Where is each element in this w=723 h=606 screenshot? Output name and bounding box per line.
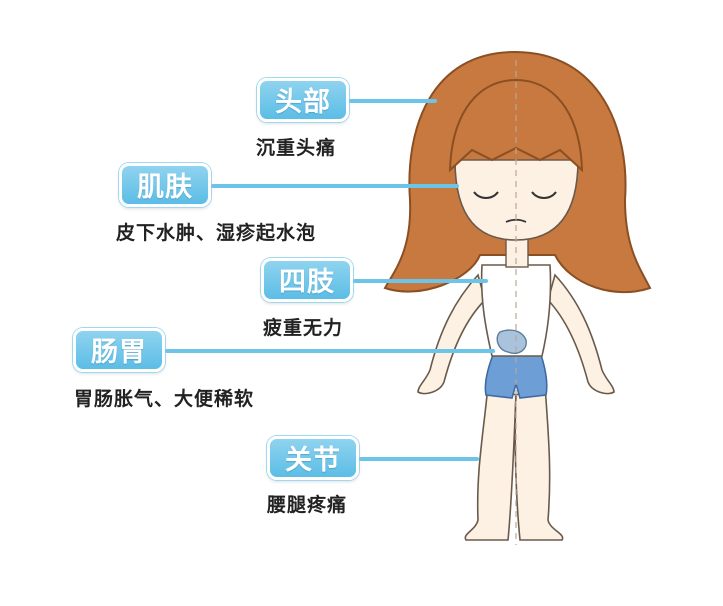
symptom-text: 胃肠胀气、大便稀软 <box>74 388 255 410</box>
left-arm <box>417 273 486 395</box>
shorts <box>484 354 548 399</box>
label-badge: 关节 <box>267 436 359 480</box>
symptom-text: 沉重头痛 <box>256 137 337 159</box>
label-badge: 肌肤 <box>119 163 211 207</box>
stomach-icon <box>496 329 527 354</box>
symptom-text: 腰腿疼痛 <box>267 494 348 516</box>
connector-line <box>349 99 437 103</box>
connector-line <box>359 457 479 461</box>
symptom-text: 疲重无力 <box>263 317 344 339</box>
connector-line <box>165 349 495 353</box>
right-arm <box>547 273 615 395</box>
label-badge: 四肢 <box>261 258 353 302</box>
connector-line <box>353 279 488 283</box>
right-leg <box>514 383 564 541</box>
label-badge: 肠胃 <box>73 328 165 372</box>
left-leg <box>464 383 517 541</box>
connector-line <box>211 184 459 188</box>
symptom-text: 皮下水肿、湿疹起水泡 <box>116 222 317 244</box>
bangs <box>448 78 584 173</box>
label-badge: 头部 <box>257 78 349 122</box>
